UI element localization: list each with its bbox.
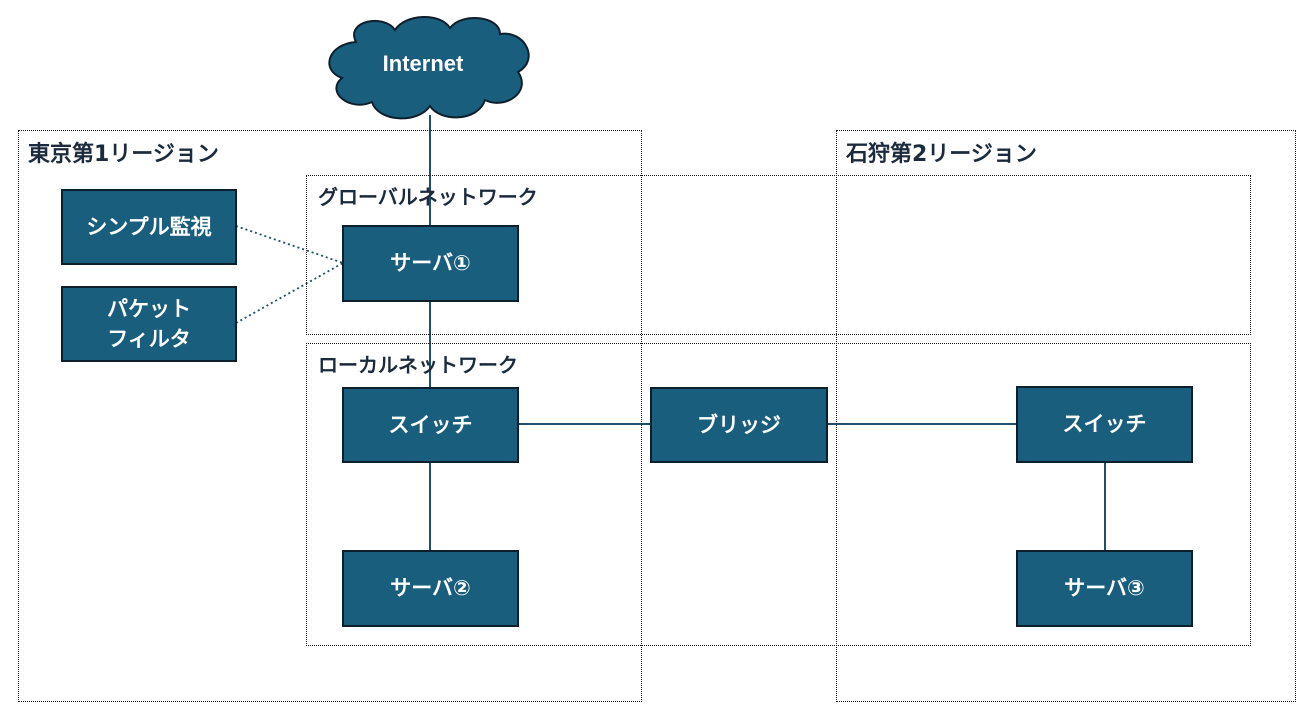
server-2-label: サーバ②	[390, 576, 471, 601]
server-3-label: サーバ③	[1064, 576, 1145, 601]
line-monitor-server1	[235, 225, 344, 264]
network-local-label: ローカルネットワーク	[318, 353, 518, 377]
internet-label: Internet	[382, 51, 464, 76]
network-global-label: グローバルネットワーク	[318, 185, 538, 209]
switch-tokyo-label: スイッチ	[388, 412, 473, 437]
switch-tokyo-box[interactable]: スイッチ	[342, 387, 519, 463]
simple-monitor-box[interactable]: シンプル監視	[61, 189, 237, 265]
bridge-label: ブリッジ	[697, 412, 781, 437]
region-ishikari-label: 石狩第2リージョン	[846, 142, 1037, 167]
server-2-box[interactable]: サーバ②	[342, 550, 519, 627]
region-ishikari	[836, 130, 1296, 702]
region-tokyo-label: 東京第1リージョン	[28, 142, 219, 167]
switch-ishikari-box[interactable]: スイッチ	[1016, 386, 1193, 463]
packet-filter-box[interactable]: パケット フィルタ	[61, 286, 237, 362]
server-1-box[interactable]: サーバ①	[342, 225, 519, 302]
server-3-box[interactable]: サーバ③	[1016, 550, 1193, 627]
network-local	[306, 343, 1251, 646]
network-global	[306, 175, 1251, 335]
packet-filter-label: パケット フィルタ	[107, 296, 191, 351]
region-tokyo	[18, 130, 642, 702]
line-filter-server1	[235, 262, 344, 324]
bridge-box[interactable]: ブリッジ	[650, 387, 828, 463]
switch-ishikari-label: スイッチ	[1062, 412, 1147, 437]
server-1-label: サーバ①	[390, 251, 471, 276]
simple-monitor-label: シンプル監視	[86, 214, 212, 239]
